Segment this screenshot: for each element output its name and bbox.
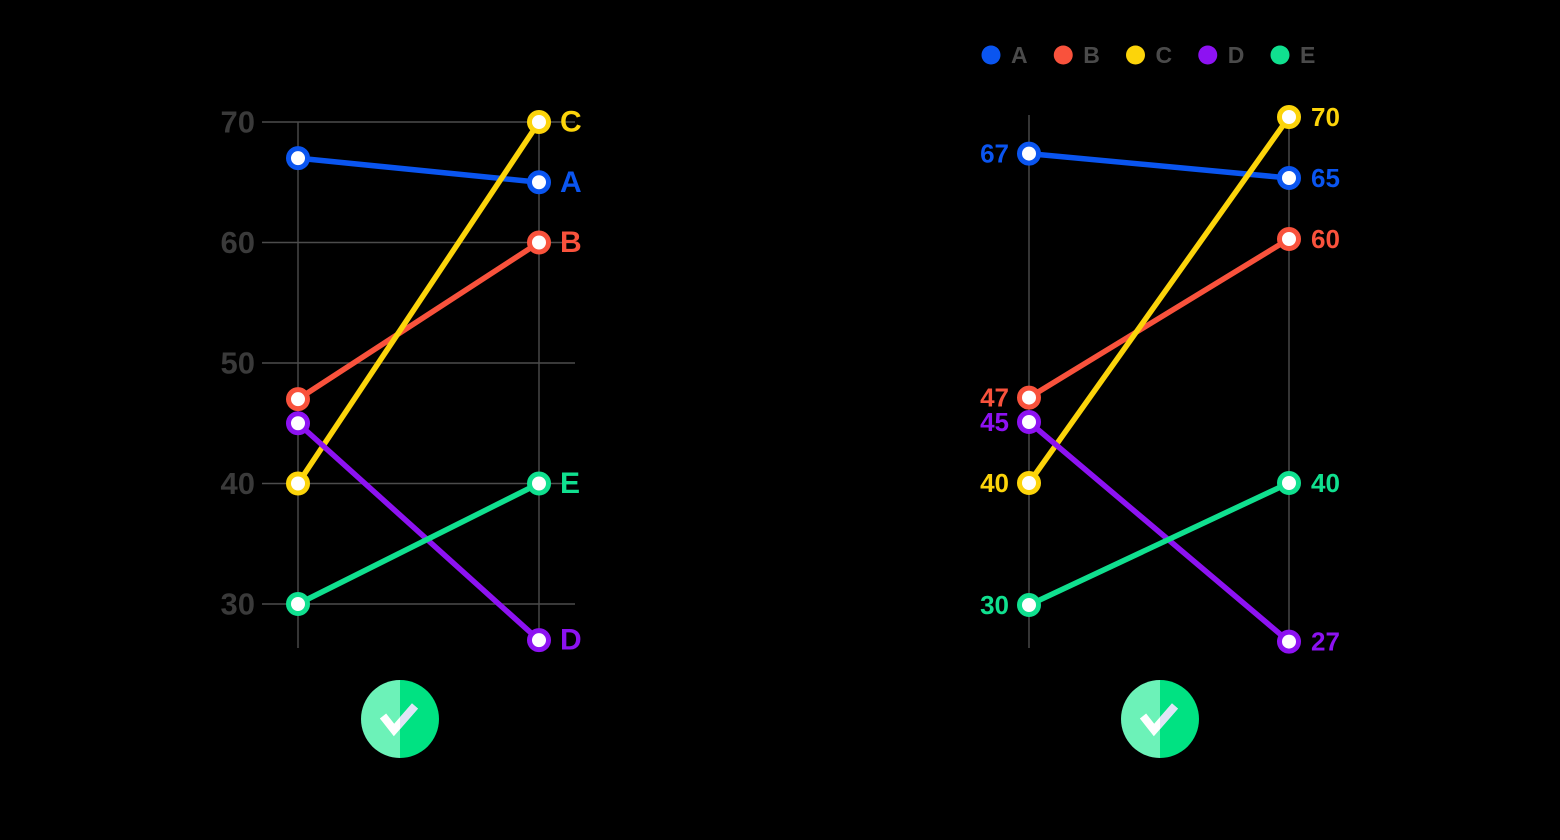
check-circle-right-half (1160, 680, 1199, 758)
series-end-label-C: C (560, 106, 582, 139)
series-line-B (296, 240, 541, 402)
check-circle-right-half (400, 680, 439, 758)
legend-swatch-D (1198, 45, 1218, 65)
value-label-B-start: 47 (980, 383, 1009, 413)
left-success-check-icon (361, 680, 439, 758)
legend-label-B: B (1083, 42, 1100, 68)
value-label-B-end: 60 (1311, 224, 1340, 254)
point-B-start (286, 387, 310, 412)
legend-swatch-E (1270, 45, 1290, 65)
check-glyph-shaded-half (400, 703, 419, 730)
value-label-E-start: 30 (980, 590, 1009, 620)
point-B-start (1017, 385, 1041, 410)
value-label-D-end: 27 (1311, 627, 1340, 657)
series-line-D (1027, 419, 1291, 644)
value-label-C-end: 70 (1311, 102, 1340, 132)
legend-label-A: A (1011, 42, 1028, 68)
point-A-end (527, 170, 551, 195)
point-C-start (1017, 471, 1041, 495)
point-A-end (1277, 166, 1301, 190)
series-line-C (1026, 115, 1292, 485)
point-C-start (286, 471, 310, 496)
point-C-end (527, 110, 551, 134)
check-glyph-shaded-half (1160, 703, 1179, 730)
point-D-end (527, 628, 551, 653)
y-axis-tick-label: 70 (221, 105, 255, 140)
legend-swatch-B (1053, 45, 1073, 65)
series-line-B (1027, 236, 1291, 400)
series-end-label-B: B (560, 226, 582, 259)
point-C-end (1277, 105, 1301, 129)
point-E-end (527, 471, 551, 496)
legend-label-D: D (1228, 42, 1245, 68)
point-D-start (286, 411, 310, 436)
point-B-end (1277, 227, 1301, 251)
point-D-end (1277, 629, 1301, 654)
series-line-D (296, 421, 541, 643)
point-B-end (527, 230, 551, 255)
series-line-C (295, 120, 542, 486)
point-A-start (286, 146, 310, 171)
value-label-A-end: 65 (1311, 163, 1340, 193)
right-success-check-icon (1121, 680, 1199, 758)
point-E-start (1017, 593, 1041, 617)
y-axis-tick-label: 50 (221, 346, 255, 381)
point-D-start (1017, 410, 1041, 434)
series-end-label-D: D (560, 624, 582, 657)
value-label-C-start: 40 (980, 468, 1009, 498)
value-label-A-start: 67 (980, 139, 1009, 169)
point-E-end (1277, 471, 1301, 495)
y-axis-tick-label: 60 (221, 225, 255, 260)
legend-swatch-C (1126, 45, 1145, 65)
point-A-start (1017, 141, 1041, 166)
value-label-D-start: 45 (980, 407, 1009, 437)
series-end-label-A: A (560, 166, 582, 199)
value-label-E-end: 40 (1311, 468, 1340, 498)
legend-swatch-A (981, 45, 1001, 65)
series-end-label-E: E (560, 467, 580, 500)
point-E-start (286, 592, 310, 616)
y-axis-tick-label: 40 (221, 466, 255, 501)
legend-label-E: E (1300, 42, 1315, 68)
series-line-E (1027, 480, 1291, 608)
series-line-E (296, 481, 541, 607)
y-axis-tick-label: 30 (221, 587, 255, 622)
legend-label-C: C (1156, 42, 1173, 68)
